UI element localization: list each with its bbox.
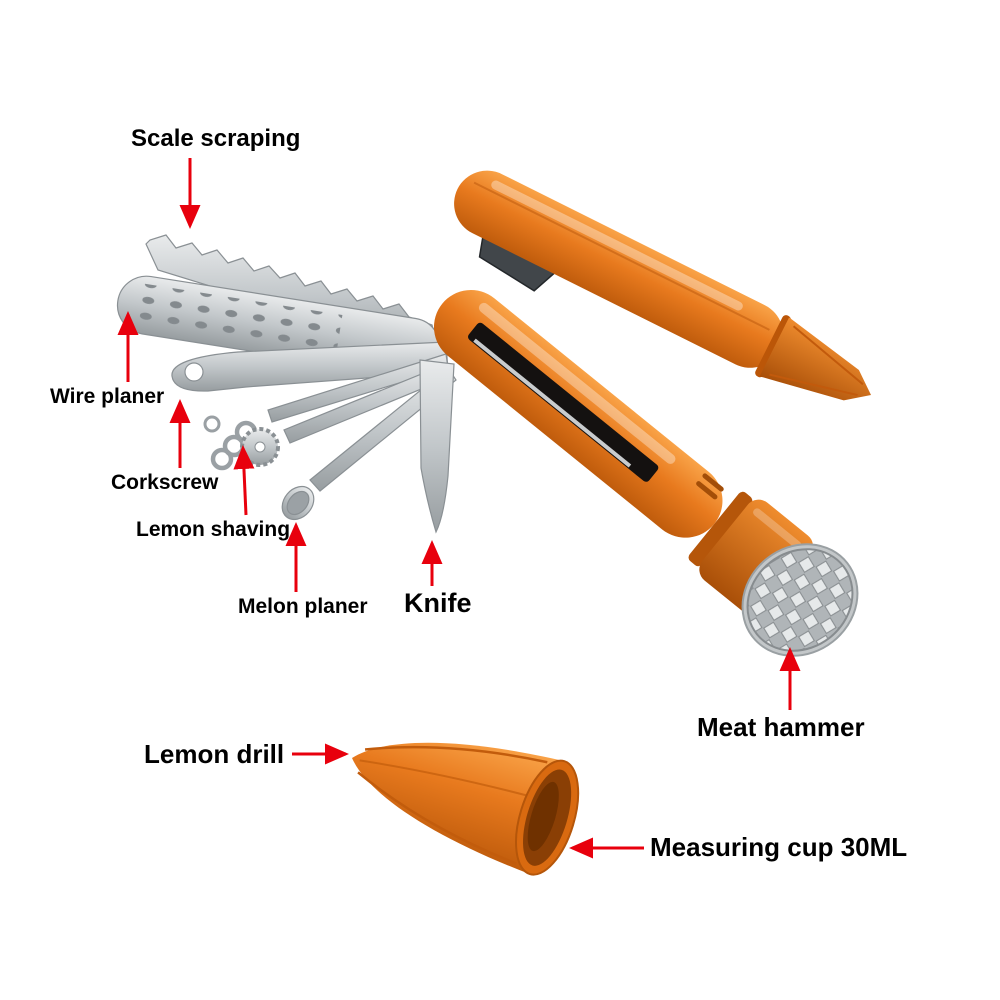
leader-lemon-shaving <box>233 445 255 516</box>
fanned-tools <box>116 234 457 534</box>
label-meat-hammer: Meat hammer <box>697 712 865 742</box>
label-wire-planer: Wire planer <box>50 385 165 408</box>
leader-lines <box>117 158 801 859</box>
hammer-collar <box>688 491 753 567</box>
hammer-cylinder <box>699 499 814 617</box>
meat-hammer-face <box>741 543 859 657</box>
label-lemon-shaving: Lemon shaving <box>136 518 291 541</box>
cone-cap <box>352 742 580 876</box>
label-scale-scraping: Scale scraping <box>131 125 301 152</box>
closed-tool-ring <box>755 315 791 378</box>
closed-tool <box>454 170 872 401</box>
melon-baller-spoon <box>281 485 315 521</box>
label-corkscrew: Corkscrew <box>111 471 219 494</box>
label-knife: Knife <box>404 588 472 618</box>
label-measuring-cup: Measuring cup 30ML <box>650 832 908 862</box>
knife-blade <box>419 359 455 534</box>
opener-tool <box>171 341 449 392</box>
multi-tool-handle <box>433 289 814 617</box>
handle-slot <box>468 322 659 482</box>
label-melon-planer: Melon planer <box>238 595 368 618</box>
label-lemon-drill: Lemon drill <box>144 739 285 769</box>
opener-hole <box>184 362 204 382</box>
